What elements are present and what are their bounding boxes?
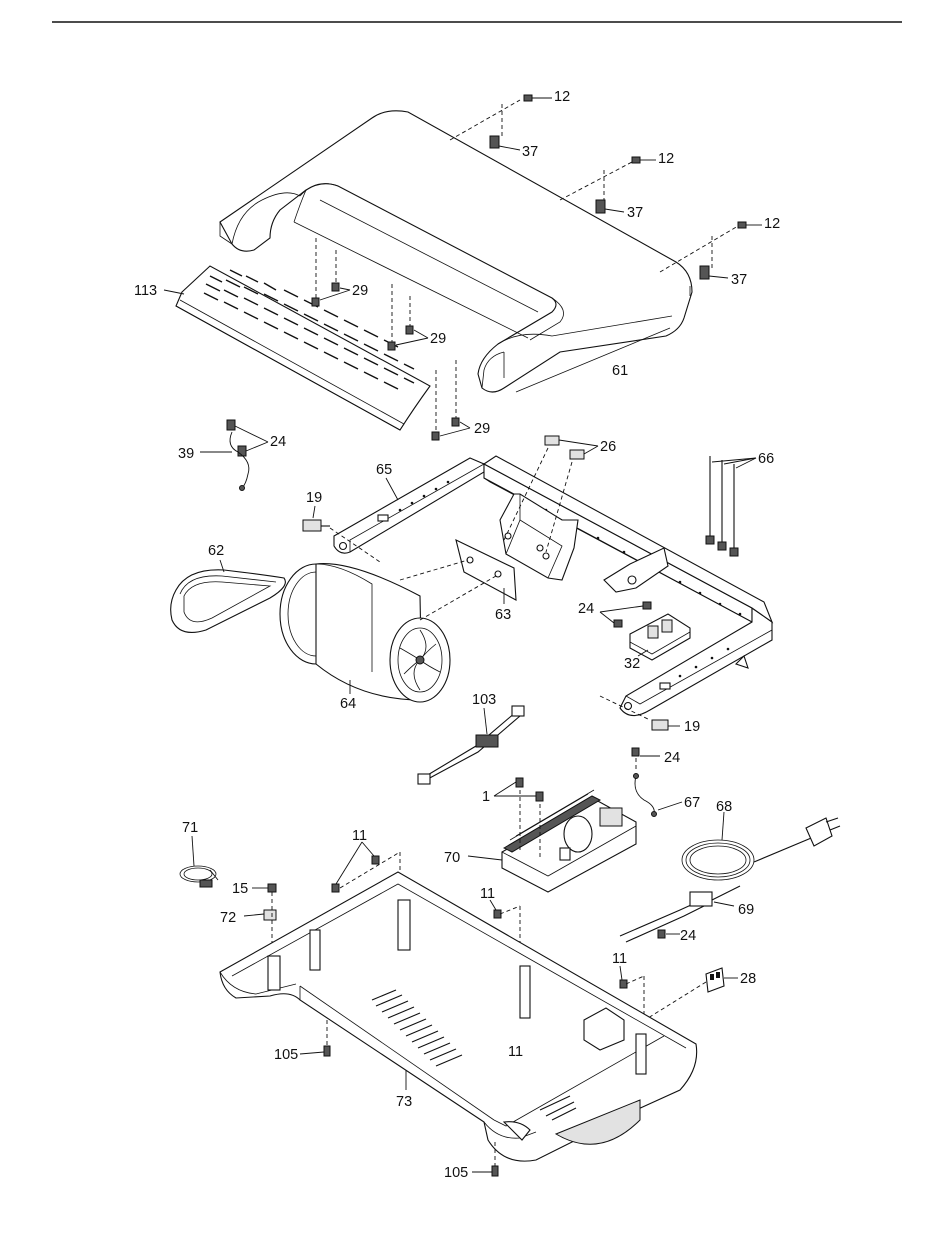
callout-72: 72 — [220, 910, 236, 926]
callout-24b: 24 — [578, 601, 594, 617]
drive-belt — [171, 560, 286, 632]
callout-24a: 24 — [270, 434, 286, 450]
callout-65: 65 — [376, 462, 392, 478]
callout-11d: 11 — [508, 1044, 523, 1060]
callout-105b: 105 — [444, 1165, 468, 1181]
callout-24c: 24 — [664, 750, 680, 766]
wire-harness — [418, 706, 524, 784]
cable-ties — [706, 456, 756, 556]
callout-1: 1 — [482, 789, 490, 805]
callout-70: 70 — [444, 850, 460, 866]
callout-12c: 12 — [764, 216, 780, 232]
callout-63: 63 — [495, 607, 511, 623]
callout-103: 103 — [472, 692, 496, 708]
callout-73: 73 — [396, 1094, 412, 1110]
power-cord — [682, 812, 840, 880]
callout-12b: 12 — [658, 151, 674, 167]
callout-105a: 105 — [274, 1047, 298, 1063]
callout-29c: 29 — [474, 421, 490, 437]
callout-67: 67 — [684, 795, 700, 811]
motor — [280, 564, 450, 702]
callout-19b: 19 — [684, 719, 700, 735]
callout-37b: 37 — [627, 205, 643, 221]
callout-19a: 19 — [306, 490, 322, 506]
coiled-wire — [180, 836, 218, 887]
callout-66: 66 — [758, 451, 774, 467]
callout-61: 61 — [612, 363, 628, 379]
callout-28: 28 — [740, 971, 756, 987]
callout-69: 69 — [738, 902, 754, 918]
callout-113: 113 — [134, 283, 157, 299]
callout-11a: 11 — [352, 828, 367, 844]
callout-24d: 24 — [680, 928, 696, 944]
callout-64: 64 — [340, 696, 356, 712]
callout-11b: 11 — [480, 886, 495, 902]
callout-62: 62 — [208, 543, 224, 559]
callout-71: 71 — [182, 820, 198, 836]
callout-12a: 12 — [554, 89, 570, 105]
callout-32: 32 — [624, 656, 640, 672]
callout-68: 68 — [716, 799, 732, 815]
callout-26: 26 — [600, 439, 616, 455]
callout-29b: 29 — [430, 331, 446, 347]
callout-39: 39 — [178, 446, 194, 462]
transformer — [600, 602, 690, 660]
callout-37a: 37 — [522, 144, 538, 160]
callout-15: 15 — [232, 881, 248, 897]
callout-37c: 37 — [731, 272, 747, 288]
ground-wire — [200, 420, 268, 491]
callout-11c: 11 — [612, 951, 627, 967]
motor-base — [220, 872, 697, 1161]
motor-controller — [468, 778, 636, 892]
callout-29a: 29 — [352, 283, 368, 299]
power-switch — [648, 968, 738, 1018]
